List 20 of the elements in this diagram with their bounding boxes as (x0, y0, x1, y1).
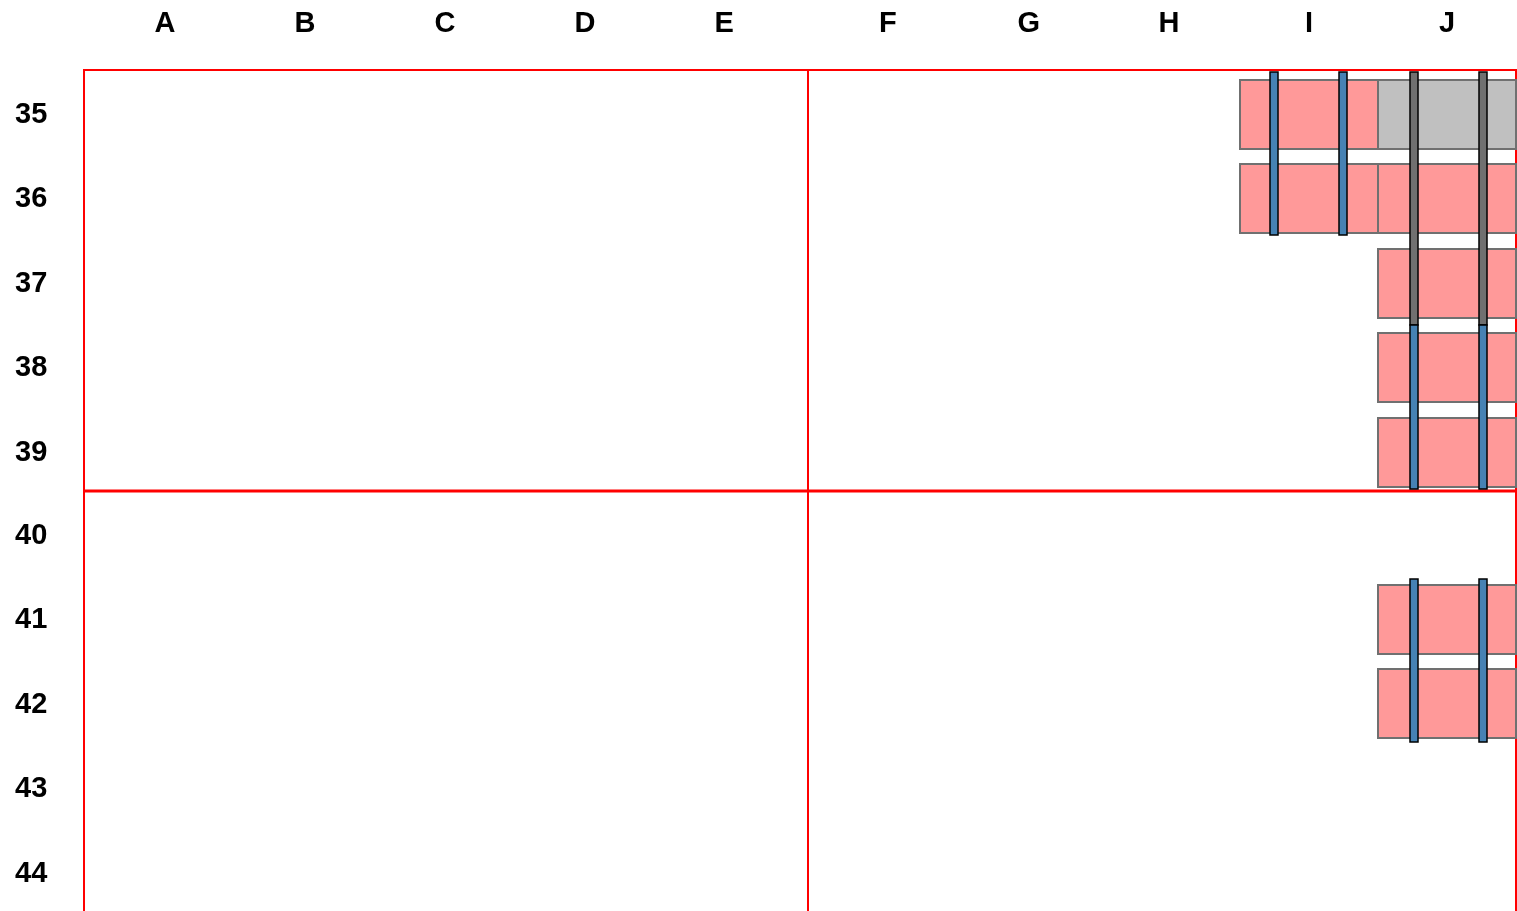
row-header: 41 (15, 602, 48, 634)
column-header: B (294, 6, 316, 38)
row-header: 39 (15, 435, 48, 467)
column-header: F (879, 6, 897, 38)
row-header: 44 (15, 856, 48, 888)
column-header: H (1158, 6, 1180, 38)
column-header: E (714, 6, 734, 38)
column-header: D (574, 6, 596, 38)
row-header: 42 (15, 687, 48, 719)
column-header: C (434, 6, 456, 38)
row-header: 36 (15, 181, 48, 213)
column-header: I (1305, 6, 1314, 38)
column-header: A (154, 6, 176, 38)
row-header: 40 (15, 518, 48, 550)
row-header: 35 (15, 97, 48, 129)
row-header: 37 (15, 266, 48, 298)
column-header: J (1439, 6, 1456, 38)
row-header: 38 (15, 350, 48, 382)
row-header: 43 (15, 771, 48, 803)
column-header: G (1017, 6, 1041, 38)
